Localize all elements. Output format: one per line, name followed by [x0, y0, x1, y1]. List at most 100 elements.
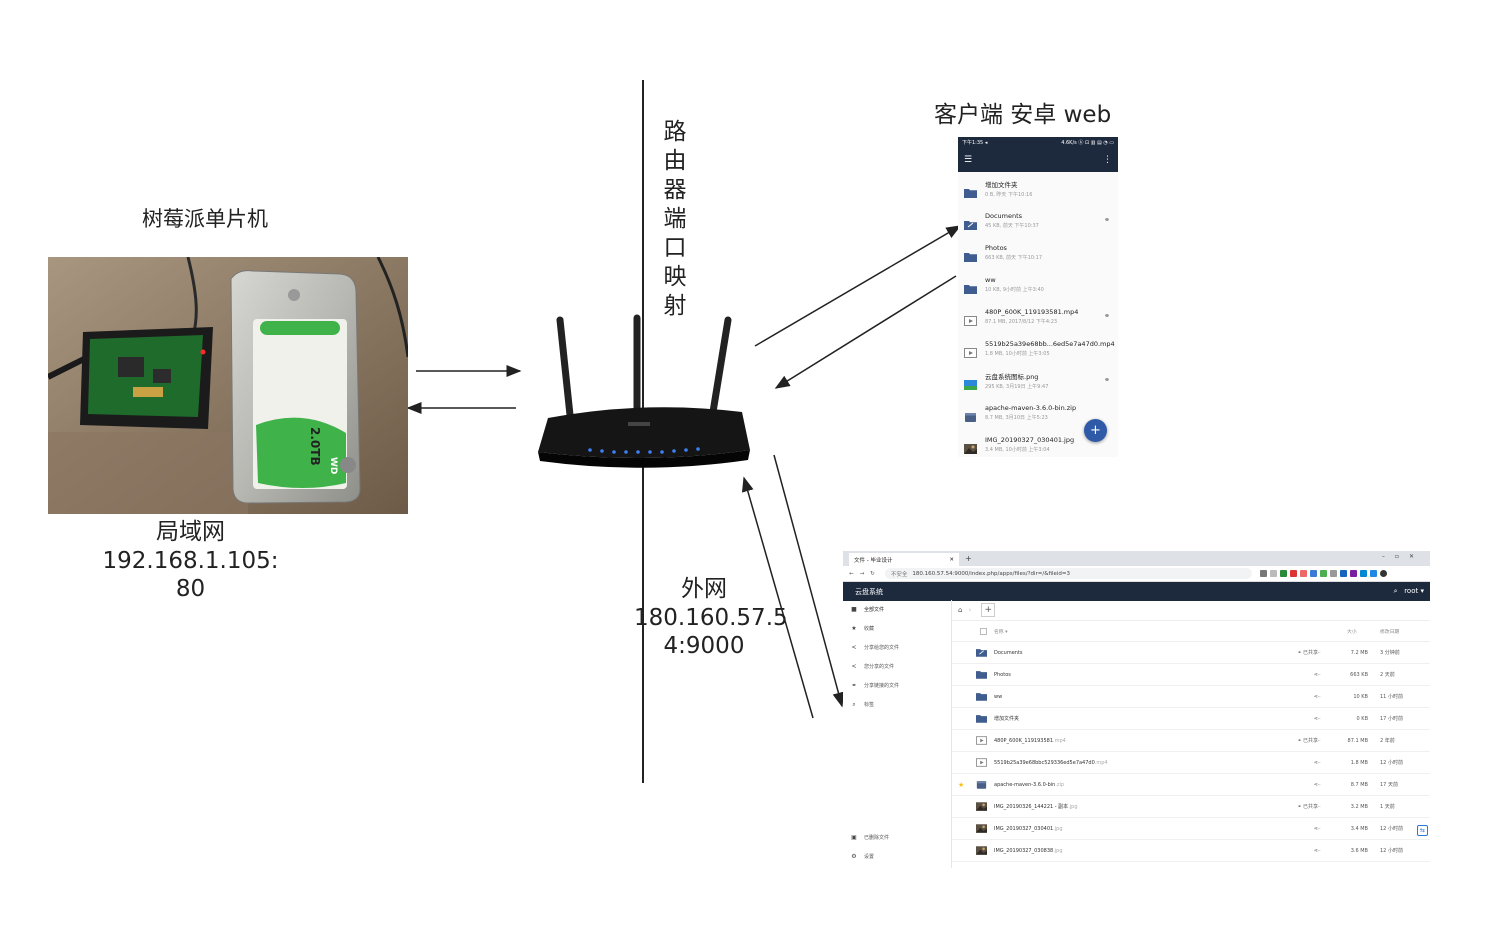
- phone-file-row[interactable]: apache-maven-3.6.0-bin.zip 8.7 MB, 3月10日…: [958, 396, 1118, 428]
- new-tab-icon[interactable]: +: [965, 554, 972, 563]
- search-icon[interactable]: ⌕: [1393, 587, 1398, 595]
- file-name[interactable]: Documents: [994, 649, 1023, 656]
- video-file-icon: [964, 311, 977, 326]
- phone-file-row[interactable]: 5519b25a39e68bb...6ed5e7a47d0.mp4 1.8 MB…: [958, 332, 1118, 364]
- wan-ip: 180.160.57.5: [634, 604, 788, 631]
- sidebar-bottom-item[interactable]: ▣已删除文件: [843, 828, 949, 847]
- sidebar-bottom-item[interactable]: ⚙设置: [843, 847, 949, 866]
- table-row[interactable]: IMG_20190327_030401.jpg < ··· 3.4 MB 12 …: [952, 818, 1430, 840]
- more-actions-icon[interactable]: ···: [1316, 715, 1321, 722]
- home-icon[interactable]: ⌂: [958, 606, 963, 614]
- table-row[interactable]: Photos < ··· 663 KB 2 天前: [952, 664, 1430, 686]
- share-action[interactable]: <: [1313, 759, 1318, 766]
- link-icon[interactable]: ⚭: [1104, 376, 1110, 384]
- file-name[interactable]: 增加文件夹: [994, 716, 1020, 722]
- archive-file-icon: [964, 407, 977, 422]
- more-actions-icon[interactable]: ···: [1316, 759, 1321, 766]
- phone-file-meta: 45 KB, 前天 下午10:37: [985, 222, 1039, 229]
- phone-file-row[interactable]: 云盘系统图标.png 295 KB, 3月19日 上午9:47 ⚭: [958, 364, 1118, 396]
- more-actions-icon[interactable]: ···: [1316, 803, 1321, 810]
- file-date: 12 小时前: [1380, 826, 1403, 832]
- sidebar-item[interactable]: ★收藏: [843, 619, 949, 638]
- router-mapping-char: 端: [663, 206, 687, 232]
- phone-file-row[interactable]: Documents 45 KB, 前天 下午10:37 ⚭: [958, 204, 1118, 236]
- window-controls[interactable]: –▫✕: [1381, 553, 1424, 560]
- file-date: 1 天前: [1380, 804, 1395, 810]
- table-row[interactable]: 增加文件夹 < ··· 0 KB 17 小时前: [952, 708, 1430, 730]
- share-action[interactable]: ⚭ 已共享: [1297, 738, 1318, 744]
- add-fab-button[interactable]: +: [1084, 419, 1107, 442]
- file-name[interactable]: IMG_20190327_030401.jpg: [994, 825, 1063, 832]
- table-row[interactable]: IMG_20190326_144221 - 副本.jpg ⚭ 已共享 ··· 3…: [952, 796, 1430, 818]
- file-size: 8.7 MB: [1350, 781, 1368, 788]
- more-actions-icon[interactable]: ···: [1316, 693, 1321, 700]
- link-icon[interactable]: ⚭: [1104, 216, 1110, 224]
- folder-icon: ■: [851, 606, 857, 613]
- file-table-header: 名称 ▾ 大小 修改日期: [952, 621, 1430, 642]
- wan-title: 外网: [681, 576, 727, 602]
- tag-icon: ⌕: [852, 700, 856, 708]
- table-row[interactable]: 5519b25a39e68bbc529336ed5e7a47d0.mp4 < ·…: [952, 752, 1430, 774]
- url-field[interactable]: 不安全 180.160.57.54:9000/index.php/apps/fi…: [884, 568, 1252, 579]
- more-actions-icon[interactable]: ···: [1316, 671, 1321, 678]
- sidebar-item[interactable]: ⚭分享链接的文件: [843, 676, 949, 695]
- table-row[interactable]: 480P_600K_119193581.mp4 ⚭ 已共享 ··· 87.1 M…: [952, 730, 1430, 752]
- more-actions-icon[interactable]: ···: [1316, 847, 1321, 854]
- more-actions-icon[interactable]: ···: [1316, 781, 1321, 788]
- star-icon[interactable]: ★: [958, 780, 965, 789]
- wan-label: 外网 180.160.57.5 4:9000: [634, 575, 788, 661]
- phone-file-row[interactable]: 增加文件夹 0 B, 昨天 下午10:16: [958, 172, 1118, 204]
- share-action[interactable]: <: [1313, 847, 1318, 854]
- col-date-header[interactable]: 修改日期: [1380, 629, 1400, 635]
- router-mapping-char: 器: [663, 177, 687, 203]
- phone-file-row[interactable]: IMG_20190327_030401.jpg 3.4 MB, 10小时前 上午…: [958, 428, 1118, 457]
- file-name[interactable]: Photos: [994, 671, 1011, 678]
- more-actions-icon[interactable]: ···: [1316, 737, 1321, 744]
- teamviewer-icon[interactable]: ⇆: [1417, 825, 1428, 836]
- new-button[interactable]: +: [981, 603, 996, 617]
- share-action[interactable]: <: [1313, 693, 1318, 700]
- nav-arrows-icon[interactable]: ←→↻: [849, 570, 881, 577]
- share-action[interactable]: <: [1313, 715, 1318, 722]
- tab-title: 文件 - 毕业设计: [854, 557, 893, 564]
- col-name-header[interactable]: 名称 ▾: [994, 629, 1008, 635]
- share-action[interactable]: ⚭ 已共享: [1297, 804, 1318, 810]
- more-vert-icon[interactable]: ⋮: [1103, 154, 1112, 165]
- phone-file-text: 480P_600K_119193581.mp4 87.1 MB, 2017/8/…: [985, 308, 1118, 325]
- file-size: 1.8 MB: [1350, 759, 1368, 766]
- share-action[interactable]: <: [1313, 825, 1318, 832]
- more-actions-icon[interactable]: ···: [1316, 825, 1321, 832]
- phone-file-row[interactable]: Photos 663 KB, 前天 下午10:17: [958, 236, 1118, 268]
- col-size-header[interactable]: 大小: [1347, 629, 1357, 635]
- file-name[interactable]: apache-maven-3.6.0-bin.zip: [994, 781, 1065, 788]
- table-row[interactable]: ★ apache-maven-3.6.0-bin.zip < ··· 8.7 M…: [952, 774, 1430, 796]
- share-action[interactable]: <: [1313, 671, 1318, 678]
- sidebar-item[interactable]: <分享给您的文件: [843, 638, 949, 657]
- share-action[interactable]: <: [1313, 781, 1318, 788]
- sidebar-item[interactable]: ⌕标签: [843, 695, 949, 714]
- table-row[interactable]: ww < ··· 10 KB 11 小时前: [952, 686, 1430, 708]
- sidebar-item[interactable]: <您分享的文件: [843, 657, 949, 676]
- more-actions-icon[interactable]: ···: [1316, 649, 1321, 656]
- table-row[interactable]: Documents ⚭ 已共享 ··· 7.2 MB 3 分钟前: [952, 642, 1430, 664]
- url-text: 180.160.57.54:9000/index.php/apps/files/…: [912, 570, 1071, 577]
- phone-file-row[interactable]: 480P_600K_119193581.mp4 87.1 MB, 2017/8/…: [958, 300, 1118, 332]
- file-name[interactable]: 480P_600K_119193581.mp4: [994, 737, 1066, 744]
- menu-icon[interactable]: ☰: [964, 154, 973, 165]
- user-menu[interactable]: ⌕ root ▾: [1393, 587, 1424, 595]
- file-name[interactable]: IMG_20190326_144221 - 副本.jpg: [994, 804, 1078, 810]
- web-client-screenshot: 文件 - 毕业设计 ✕ + –▫✕ ←→↻ 不安全 180.160.57.54:…: [843, 551, 1430, 868]
- file-name[interactable]: IMG_20190327_030838.jpg: [994, 847, 1063, 854]
- phone-file-row[interactable]: ww 10 KB, 9小时前 上午3:40: [958, 268, 1118, 300]
- select-all-checkbox[interactable]: [980, 627, 987, 635]
- browser-tab[interactable]: 文件 - 毕业设计 ✕: [849, 553, 959, 566]
- share-action[interactable]: ⚭ 已共享: [1297, 650, 1318, 656]
- file-name[interactable]: ww: [994, 693, 1003, 700]
- sidebar-item[interactable]: ■全部文件: [843, 600, 949, 619]
- phone-file-text: ww 10 KB, 9小时前 上午3:40: [985, 276, 1118, 293]
- link-icon[interactable]: ⚭: [1104, 312, 1110, 320]
- table-row[interactable]: IMG_20190327_030838.jpg < ··· 3.6 MB 12 …: [952, 840, 1430, 862]
- file-name[interactable]: 5519b25a39e68bbc529336ed5e7a47d0.mp4: [994, 759, 1108, 766]
- extension-icons[interactable]: [1259, 570, 1387, 577]
- close-icon[interactable]: ✕: [949, 556, 954, 563]
